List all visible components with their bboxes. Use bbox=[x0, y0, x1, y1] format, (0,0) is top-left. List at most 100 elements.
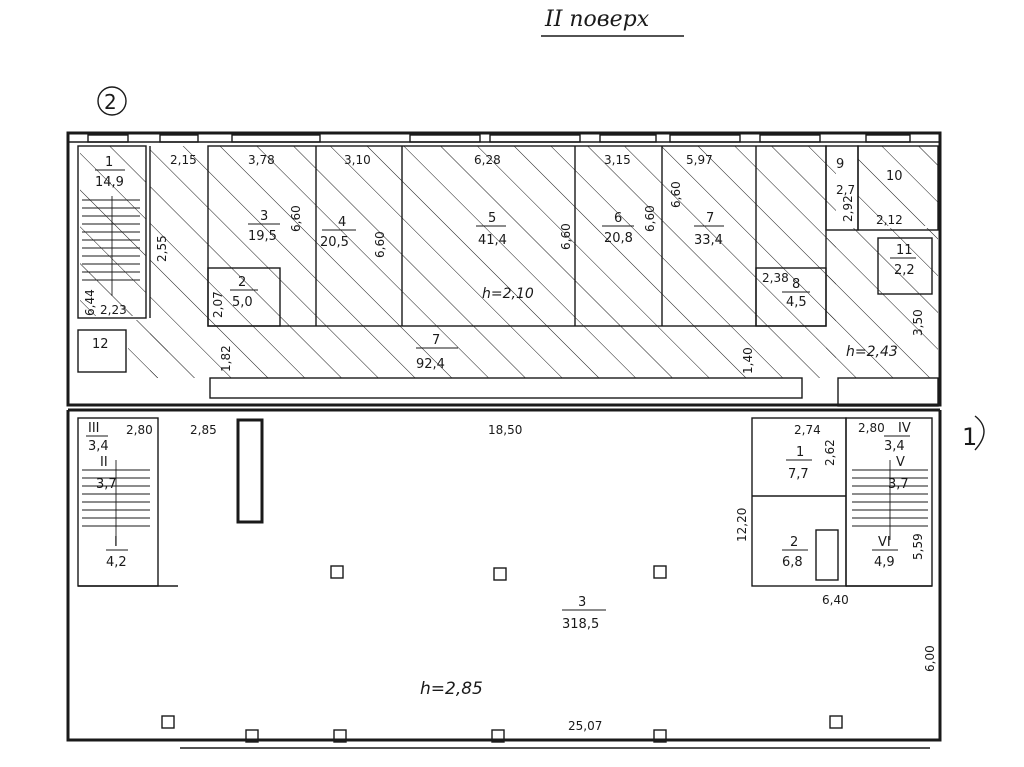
lower-outer-wall bbox=[66, 410, 942, 742]
svg-text:25,07: 25,07 bbox=[568, 719, 602, 733]
svg-text:4,9: 4,9 bbox=[874, 555, 895, 570]
stair-left-hatch bbox=[80, 146, 146, 316]
height-upper-center: h=2,10 bbox=[482, 286, 534, 302]
svg-text:1: 1 bbox=[105, 155, 113, 170]
svg-text:1,82: 1,82 bbox=[219, 345, 233, 372]
upper-room-labels: 1 14,9 2 5,0 3 19,5 4 20,5 5 41,4 6 20,8… bbox=[92, 155, 916, 372]
svg-text:2,80: 2,80 bbox=[126, 423, 153, 437]
svg-text:5,59: 5,59 bbox=[911, 533, 925, 560]
svg-text:2,38: 2,38 bbox=[762, 271, 789, 285]
svg-text:9: 9 bbox=[836, 157, 844, 172]
svg-text:19,5: 19,5 bbox=[248, 229, 277, 244]
svg-text:7: 7 bbox=[432, 333, 440, 348]
svg-text:2: 2 bbox=[790, 535, 798, 550]
upper-dimensions: 2,15 3,78 3,10 6,28 3,15 5,97 6,60 6,60 … bbox=[83, 153, 925, 374]
upper-partitions bbox=[77, 145, 939, 407]
lower-dimensions: 2,80 2,85 18,50 2,74 2,62 2,80 12,20 6,4… bbox=[126, 421, 937, 733]
svg-text:6,44: 6,44 bbox=[83, 289, 97, 316]
svg-text:3,15: 3,15 bbox=[604, 153, 631, 167]
svg-text:2,92: 2,92 bbox=[841, 195, 855, 222]
svg-text:2,12: 2,12 bbox=[876, 213, 903, 227]
svg-text:2,2: 2,2 bbox=[894, 263, 915, 278]
svg-text:6,60: 6,60 bbox=[559, 223, 573, 250]
svg-text:II: II bbox=[100, 455, 108, 470]
svg-text:41,4: 41,4 bbox=[478, 233, 507, 248]
height-lower: h=2,85 bbox=[420, 679, 483, 699]
svg-text:14,9: 14,9 bbox=[95, 175, 124, 190]
svg-text:1: 1 bbox=[796, 445, 804, 460]
svg-text:92,4: 92,4 bbox=[416, 357, 445, 372]
svg-text:2: 2 bbox=[238, 275, 246, 290]
svg-text:2,55: 2,55 bbox=[155, 235, 169, 262]
svg-text:6,40: 6,40 bbox=[822, 593, 849, 607]
svg-text:VI: VI bbox=[878, 535, 891, 550]
svg-text:6,00: 6,00 bbox=[923, 645, 937, 672]
svg-text:4,5: 4,5 bbox=[786, 295, 807, 310]
axis-marker-right: 1 bbox=[962, 423, 977, 451]
upper-hatched-zone bbox=[150, 146, 836, 378]
svg-text:7,7: 7,7 bbox=[788, 467, 809, 482]
lower-partitions bbox=[77, 417, 933, 587]
columns bbox=[161, 565, 843, 743]
stair-lower-left bbox=[82, 460, 150, 540]
svg-text:6,28: 6,28 bbox=[474, 153, 501, 167]
height-upper-right: h=2,43 bbox=[846, 344, 898, 360]
lower-room-labels: III 3,4 II 3,7 I 4,2 IV 3,4 V 3,7 VI 4,9… bbox=[86, 421, 911, 632]
svg-text:6,60: 6,60 bbox=[373, 231, 387, 258]
svg-text:12,20: 12,20 bbox=[735, 508, 749, 542]
svg-text:11: 11 bbox=[896, 243, 913, 258]
svg-text:3,78: 3,78 bbox=[248, 153, 275, 167]
svg-text:2,7: 2,7 bbox=[836, 183, 855, 197]
svg-text:2,74: 2,74 bbox=[794, 423, 821, 437]
svg-text:18,50: 18,50 bbox=[488, 423, 522, 437]
svg-text:6,8: 6,8 bbox=[782, 555, 803, 570]
axis-marker-left-circle bbox=[97, 86, 127, 116]
room-10-hatch bbox=[858, 146, 938, 226]
svg-text:3,7: 3,7 bbox=[96, 477, 117, 492]
svg-text:2,62: 2,62 bbox=[823, 439, 837, 466]
svg-text:5,97: 5,97 bbox=[686, 153, 713, 167]
svg-text:318,5: 318,5 bbox=[562, 617, 599, 632]
svg-text:2,23: 2,23 bbox=[100, 303, 127, 317]
svg-text:V: V bbox=[896, 455, 905, 470]
upper-left-bottom-hatch bbox=[128, 320, 168, 378]
svg-text:2,07: 2,07 bbox=[211, 291, 225, 318]
svg-text:6,60: 6,60 bbox=[289, 205, 303, 232]
svg-text:I: I bbox=[114, 535, 118, 550]
svg-text:2,15: 2,15 bbox=[170, 153, 197, 167]
svg-text:3,10: 3,10 bbox=[344, 153, 371, 167]
top-windows bbox=[87, 134, 911, 143]
svg-text:10: 10 bbox=[886, 169, 903, 184]
svg-text:6,60: 6,60 bbox=[669, 181, 683, 208]
upper-outer-wall bbox=[66, 131, 942, 407]
svg-text:3,4: 3,4 bbox=[88, 439, 109, 454]
svg-text:2,80: 2,80 bbox=[858, 421, 885, 435]
svg-text:IV: IV bbox=[898, 421, 911, 436]
svg-text:6,60: 6,60 bbox=[643, 205, 657, 232]
svg-text:4,2: 4,2 bbox=[106, 555, 127, 570]
svg-text:1,40: 1,40 bbox=[741, 347, 755, 374]
svg-text:8: 8 bbox=[792, 277, 800, 292]
svg-text:III: III bbox=[88, 421, 100, 436]
svg-text:5: 5 bbox=[488, 211, 496, 226]
svg-text:6: 6 bbox=[614, 211, 622, 226]
svg-text:3,4: 3,4 bbox=[884, 439, 905, 454]
stair-left bbox=[82, 196, 140, 296]
stair-lower-right bbox=[852, 460, 928, 540]
svg-text:3: 3 bbox=[578, 595, 586, 610]
svg-text:3: 3 bbox=[260, 209, 268, 224]
svg-text:33,4: 33,4 bbox=[694, 233, 723, 248]
svg-text:2,85: 2,85 bbox=[190, 423, 217, 437]
svg-text:3,7: 3,7 bbox=[888, 477, 909, 492]
svg-text:3,50: 3,50 bbox=[911, 309, 925, 336]
svg-text:20,8: 20,8 bbox=[604, 231, 633, 246]
svg-text:7: 7 bbox=[706, 211, 714, 226]
plan-title: II поверх bbox=[544, 7, 650, 32]
svg-text:5,0: 5,0 bbox=[232, 295, 253, 310]
svg-text:4: 4 bbox=[338, 215, 346, 230]
axis-marker-right-arc bbox=[974, 415, 985, 451]
upper-hatched-zone-right bbox=[826, 228, 938, 378]
axis-marker-left: 2 bbox=[104, 90, 117, 114]
svg-text:12: 12 bbox=[92, 337, 109, 352]
